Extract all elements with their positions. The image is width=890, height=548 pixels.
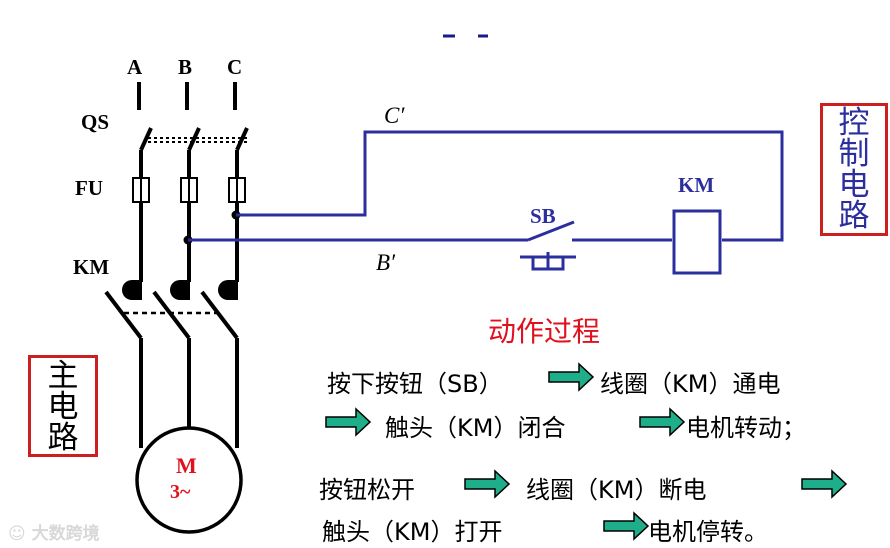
process-step-motor-runs: 电机转动； <box>686 414 806 442</box>
phase-label-c: C <box>227 55 243 79</box>
main-circuit-char: 电 <box>47 389 79 425</box>
control-circuit-char: 控 <box>838 105 870 141</box>
main-circuit-label-box: 主 电 路 <box>28 355 98 457</box>
c-prime-label: C′ <box>384 103 405 128</box>
fu-label: FU <box>75 176 103 200</box>
motor-circle <box>135 426 243 534</box>
control-circuit-char: 路 <box>838 198 870 234</box>
motor-label-m: M <box>176 453 197 478</box>
b-prime-label: B′ <box>376 250 396 275</box>
process-step-motor-stops: 电机停转。 <box>648 518 768 546</box>
km-main-label: KM <box>73 255 110 279</box>
main-circuit-label: 主 电 路 <box>31 358 95 454</box>
process-step-contacts-close: 触头（KM）闭合 <box>385 414 566 442</box>
control-circuit-char: 制 <box>838 136 870 172</box>
flow-arrow-icon <box>639 407 686 437</box>
motor-label-3phase: 3~ <box>170 481 191 503</box>
phase-label-a: A <box>127 55 143 79</box>
km-coil-label: KM <box>678 173 715 197</box>
fuse-group <box>132 177 246 203</box>
sb-label: SB <box>530 204 556 228</box>
control-circuit-char: 电 <box>838 167 870 203</box>
flow-arrow-icon <box>325 407 372 437</box>
control-circuit-label: 控 制 电 路 <box>823 106 885 232</box>
process-step-release-button: 按钮松开 <box>319 476 415 504</box>
main-circuit-char: 主 <box>47 358 79 394</box>
qs-label: QS <box>81 110 110 134</box>
process-arrows <box>325 362 848 541</box>
flow-arrow-icon <box>464 469 511 499</box>
watermark-logo-icon: ☺ <box>8 524 26 544</box>
flow-arrow-icon <box>801 469 848 499</box>
control-wiring <box>188 130 784 271</box>
process-step-coil-deenergized: 线圈（KM）断电 <box>526 476 707 504</box>
process-step-coil-energized: 线圈（KM）通电 <box>600 370 781 398</box>
process-step-press-button: 按下按钮（SB） <box>327 370 503 398</box>
main-circuit-char: 路 <box>47 420 79 456</box>
km-contact-tips <box>122 280 238 300</box>
phase-lines <box>104 82 249 448</box>
process-step-contacts-open: 触头（KM）打开 <box>322 518 503 546</box>
watermark-text: 大数跨境 <box>31 524 100 544</box>
process-title: 动作过程 <box>488 315 601 348</box>
km-coil <box>672 209 722 275</box>
watermark: ☺ 大数跨境 <box>8 519 100 544</box>
flow-arrow-icon <box>603 511 650 541</box>
flow-arrow-icon <box>548 362 595 392</box>
control-circuit-label-box: 控 制 电 路 <box>820 103 888 236</box>
phase-label-b: B <box>178 55 193 79</box>
